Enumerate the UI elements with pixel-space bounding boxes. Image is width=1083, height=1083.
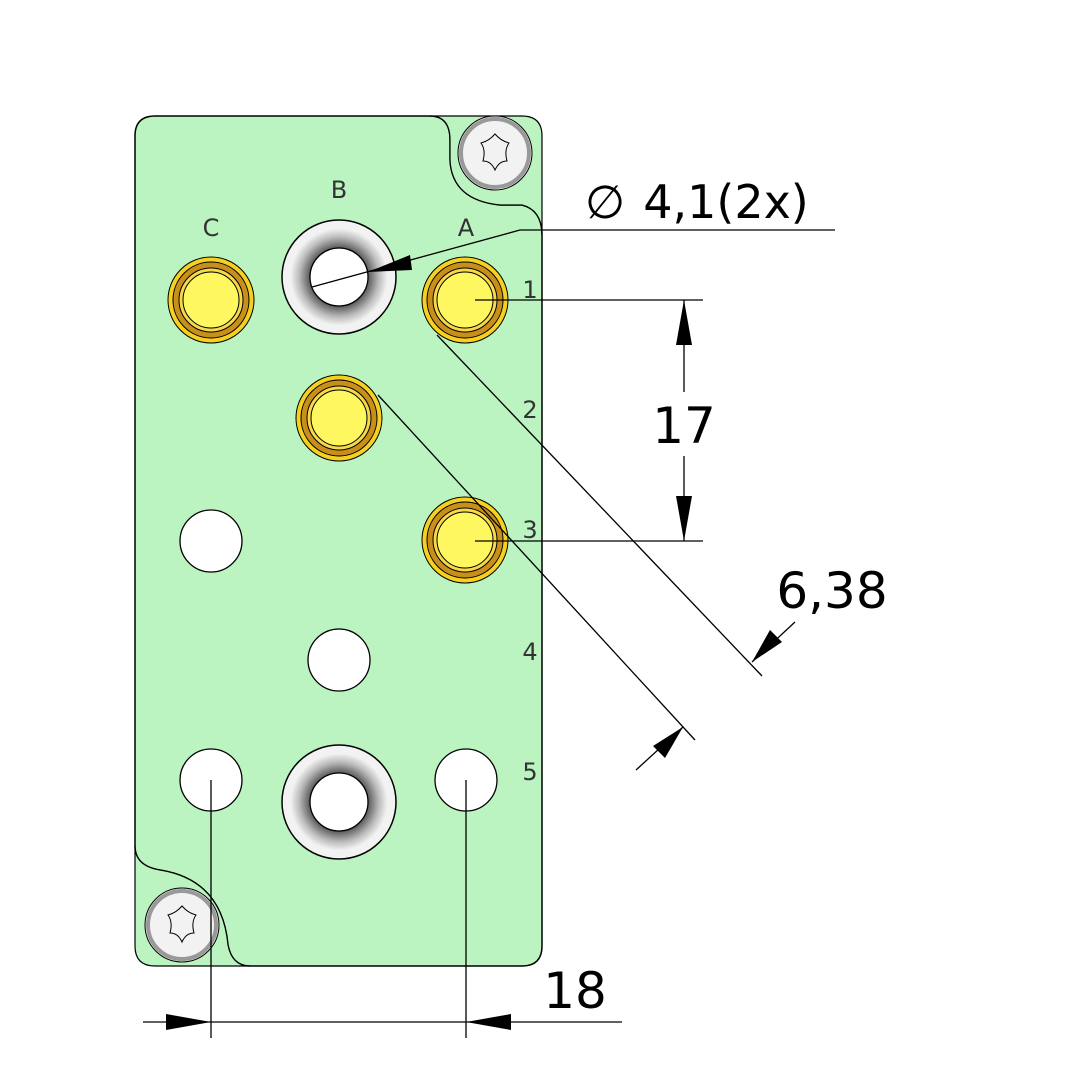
screw-bottom-left-icon (143, 886, 221, 964)
row-label-3: 3 (522, 516, 537, 544)
diameter-symbol: ∅ (585, 175, 625, 229)
horizontal-dimension: 18 (143, 780, 622, 1038)
port-b-countersunk-hole (281, 219, 397, 335)
row3-pin (421, 496, 509, 584)
screw-top-right-icon (456, 114, 534, 192)
port-label-c: C (203, 214, 220, 242)
row2-pin (295, 374, 383, 462)
vertical-dimension: 17 (475, 299, 716, 542)
row-label-2: 2 (522, 396, 537, 424)
diameter-dimension: ∅ 4,1(2x) (311, 175, 835, 288)
port-label-a: A (458, 214, 475, 242)
row-label-4: 4 (522, 638, 537, 666)
diameter-value: 4,1(2x) (643, 175, 809, 229)
hole (307, 628, 371, 692)
row-label-1: 1 (522, 276, 537, 304)
vertical-value: 17 (652, 397, 716, 455)
port-c-pin (167, 256, 255, 344)
horizontal-value: 18 (543, 962, 607, 1020)
diagonal-dimension: 6,38 (377, 334, 888, 771)
port-label-b: B (331, 176, 347, 204)
row-label-5: 5 (522, 758, 537, 786)
hole (179, 509, 243, 573)
bottom-countersunk-hole (281, 744, 397, 860)
diagonal-value: 6,38 (776, 562, 887, 620)
